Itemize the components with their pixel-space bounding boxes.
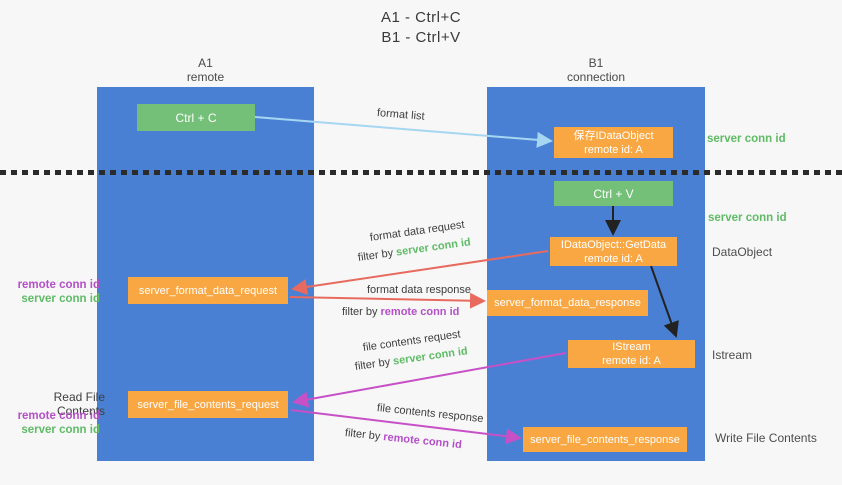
write-file-contents-label: Write File Contents: [715, 431, 817, 445]
diagram-title: A1 - Ctrl+C B1 - Ctrl+V: [0, 8, 842, 48]
ctrl-v-node: Ctrl + V: [554, 181, 673, 206]
server-file-contents-response-label: server_file_contents_response: [530, 433, 680, 446]
lane-b1-header: B1 connection: [487, 56, 705, 84]
conn-id-group-1: remote conn id server conn id: [10, 278, 100, 306]
lane-b1-subtitle: connection: [566, 70, 626, 84]
istream-line2: remote id: A: [602, 355, 661, 367]
filter-value-remote-1: remote conn id: [380, 306, 460, 318]
server-conn-id-2: server conn id: [21, 424, 100, 436]
filter-by-remote-2: filter by remote conn id: [344, 427, 462, 451]
conn-id-group-2: remote conn id server conn id: [10, 409, 100, 437]
istream-node: IStream remote id: A: [568, 340, 695, 368]
server-format-data-response-node: server_format_data_response: [487, 290, 648, 316]
getdata-line2: remote id: A: [584, 252, 643, 265]
server-file-contents-response-node: server_file_contents_response: [523, 427, 687, 452]
lane-a1-name: A1: [198, 56, 213, 70]
server-file-contents-request-node: server_file_contents_request: [128, 391, 288, 418]
format-list-label: format list: [376, 107, 426, 123]
server-conn-id-1: server conn id: [21, 293, 100, 305]
server-conn-id-top-label: server conn id: [707, 133, 786, 145]
remote-conn-id-2: remote conn id: [17, 410, 100, 422]
filter-value-server-1: server conn id: [395, 236, 472, 259]
remote-conn-id-1: remote conn id: [17, 279, 100, 291]
server-file-contents-request-label: server_file_contents_request: [137, 398, 279, 411]
read-file-contents-label: Read File Contents: [53, 390, 105, 418]
filter-value-server-2: server conn id: [392, 345, 469, 368]
getdata-node: IDataObject::GetData remote id: A: [550, 237, 677, 266]
server-format-data-request-node: server_format_data_request: [128, 277, 288, 304]
dotted-separator: [0, 170, 842, 175]
filter-prefix-1: filter by: [357, 246, 397, 264]
filter-prefix-3: filter by: [354, 355, 394, 373]
save-dataobject-line1: 保存IDataObject: [573, 129, 654, 142]
istream-side-label: Istream: [712, 348, 753, 362]
ctrl-c-node: Ctrl + C: [137, 104, 255, 131]
arrow-format-data-response: [289, 292, 486, 309]
filter-prefix-4: filter by: [344, 427, 384, 443]
lane-b1-name: B1: [588, 56, 604, 70]
server-format-data-request-label: server_format_data_request: [138, 284, 278, 297]
save-dataobject-node: 保存IDataObject remote id: A: [554, 127, 673, 158]
filter-prefix-2: filter by: [342, 306, 381, 318]
server-format-data-response-label: server_format_data_response: [494, 297, 641, 309]
getdata-line1: IDataObject::GetData: [560, 238, 667, 251]
file-contents-response-label: file contents response: [376, 402, 485, 426]
title-line-1: A1 - Ctrl+C: [380, 9, 462, 26]
lane-a1-subtitle: remote: [186, 70, 225, 84]
filter-by-remote-1: filter by remote conn id: [342, 306, 459, 318]
save-dataobject-line2: remote id: A: [584, 143, 643, 156]
ctrl-c-label: Ctrl + C: [175, 110, 217, 125]
filter-value-remote-2: remote conn id: [382, 431, 463, 452]
title-line-2: B1 - Ctrl+V: [381, 29, 461, 46]
server-conn-id-mid-label: server conn id: [708, 212, 787, 224]
ctrl-v-label: Ctrl + V: [593, 186, 634, 201]
istream-line1: IStream: [612, 341, 651, 353]
dataobject-label: DataObject: [712, 245, 773, 259]
lane-a1-header: A1 remote: [97, 56, 314, 84]
format-data-response-label: format data response: [367, 284, 471, 296]
